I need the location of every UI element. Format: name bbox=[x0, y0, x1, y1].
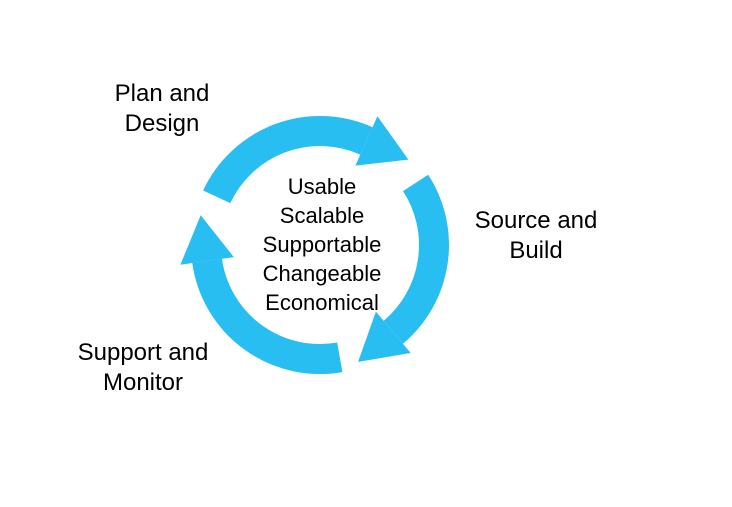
cycle-arc-top bbox=[203, 116, 373, 204]
quality-item: Economical bbox=[265, 290, 379, 315]
stage-label-support-and-monitor: Support and Monitor bbox=[33, 338, 253, 398]
quality-item: Changeable bbox=[262, 261, 382, 286]
stage-label-line: Build bbox=[509, 237, 563, 264]
cycle-quality-list: Usable Scalable Supportable Changeable E… bbox=[212, 172, 432, 317]
arrowhead-left-icon bbox=[180, 215, 234, 265]
stage-label-plan-and-design: Plan and Design bbox=[52, 79, 272, 139]
stage-label-line: Plan and bbox=[114, 80, 210, 107]
stage-label-line: Design bbox=[124, 110, 200, 137]
stage-label-line: Monitor bbox=[102, 369, 184, 396]
quality-item: Usable bbox=[287, 174, 357, 199]
quality-item: Supportable bbox=[262, 232, 382, 257]
arrowhead-bottom-right-icon bbox=[358, 311, 411, 362]
stage-label-line: Source and bbox=[474, 207, 598, 234]
arrowhead-top-right-icon bbox=[355, 116, 409, 166]
cycle-arc-right bbox=[383, 174, 449, 344]
quality-item: Scalable bbox=[279, 203, 365, 228]
cycle-arc-bottom-left bbox=[192, 258, 343, 375]
stage-label-source-and-build: Source and Build bbox=[426, 206, 646, 266]
stage-label-line: Support and bbox=[77, 339, 209, 366]
